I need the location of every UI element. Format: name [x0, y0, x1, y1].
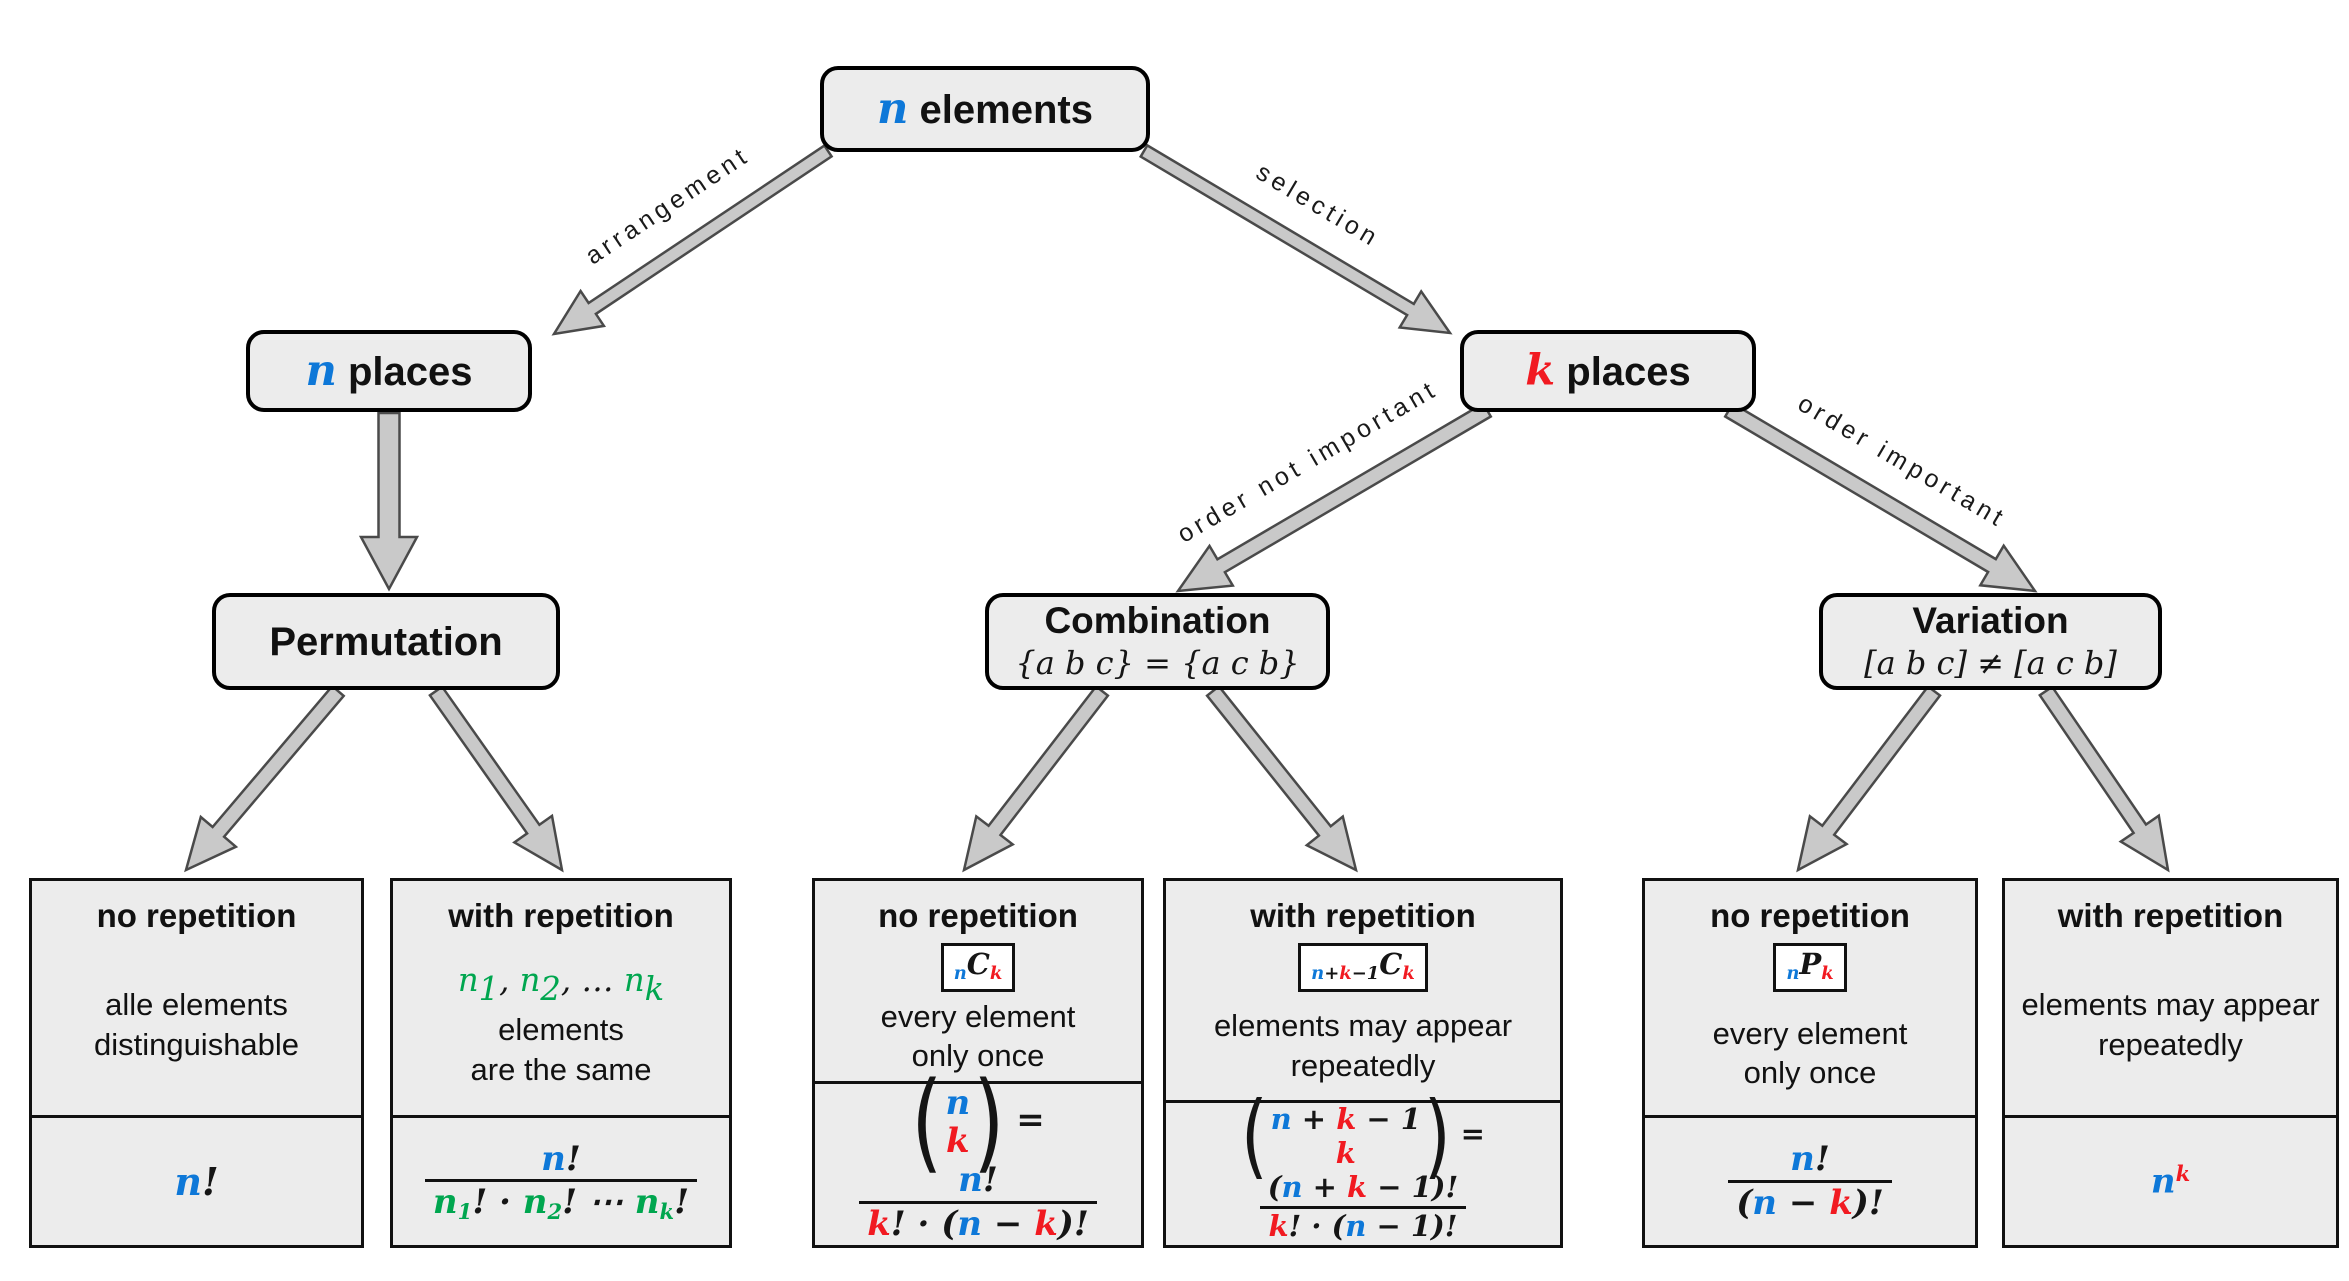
arrow-combination-to-with-repetition — [1205, 684, 1358, 873]
arrow-n-places-to-permutation — [358, 411, 420, 592]
node-variation-subtitle: [a b c] ≠ [a c b] — [1864, 643, 2117, 682]
node-n-places: n places — [246, 330, 532, 412]
arrow-permutation-to-with-repetition — [428, 684, 564, 873]
node-n-elements-title: n elements — [877, 83, 1093, 135]
leaf-header: with repetition — [2057, 897, 2284, 934]
node-variation-title: Variation — [1912, 600, 2069, 642]
arrow-selection — [1138, 143, 1453, 335]
node-combination-subtitle: {a b c} = {a c b} — [1015, 643, 1300, 682]
arrow-arrangement — [551, 143, 834, 336]
leaf-header: no repetition — [96, 897, 297, 934]
leaf-header: with repetition — [448, 897, 674, 934]
leaf-formula: n!(n − k)! — [1723, 1139, 1897, 1224]
node-n-places-title: n places — [305, 345, 473, 397]
arrow-order-not-important — [1175, 401, 1493, 593]
arrow-permutation-to-no-repetition — [184, 684, 346, 873]
leaf-formula: n! — [174, 1158, 219, 1204]
node-permutation-title: Permutation — [269, 619, 503, 664]
arrow-combination-to-no-repetition — [962, 684, 1110, 873]
arrow-order-important — [1723, 401, 2038, 593]
arrow-variation-to-no-repetition — [1796, 684, 1942, 873]
node-permutation: Permutation — [212, 593, 560, 690]
leaf-formula: nk — [2150, 1161, 2191, 1202]
node-combination-title: Combination — [1044, 600, 1271, 642]
node-combination: Combination {a b c} = {a c b} — [985, 593, 1330, 690]
node-k-places-title: k places — [1525, 345, 1691, 397]
combination-with-repetition-symbol-badge: n+k−1Ck — [1298, 943, 1428, 992]
leaf-header: no repetition — [878, 897, 1078, 934]
node-variation: Variation [a b c] ≠ [a c b] — [1819, 593, 2162, 690]
arrow-variation-to-with-repetition — [2038, 685, 2170, 873]
leaf-header: no repetition — [1710, 897, 1910, 934]
node-k-places: k places — [1460, 330, 1756, 412]
leaf-combination-with-repetition: with repetition n+k−1Ck elements may app… — [1163, 878, 1563, 1248]
leaf-header: with repetition — [1250, 897, 1476, 934]
leaf-formula: n!n1! · n2! ⋯ nk! — [420, 1139, 702, 1225]
node-n-elements: n elements — [820, 66, 1150, 152]
combination-symbol-badge: nCk — [940, 943, 1016, 992]
variation-symbol-badge: nPk — [1773, 943, 1847, 992]
